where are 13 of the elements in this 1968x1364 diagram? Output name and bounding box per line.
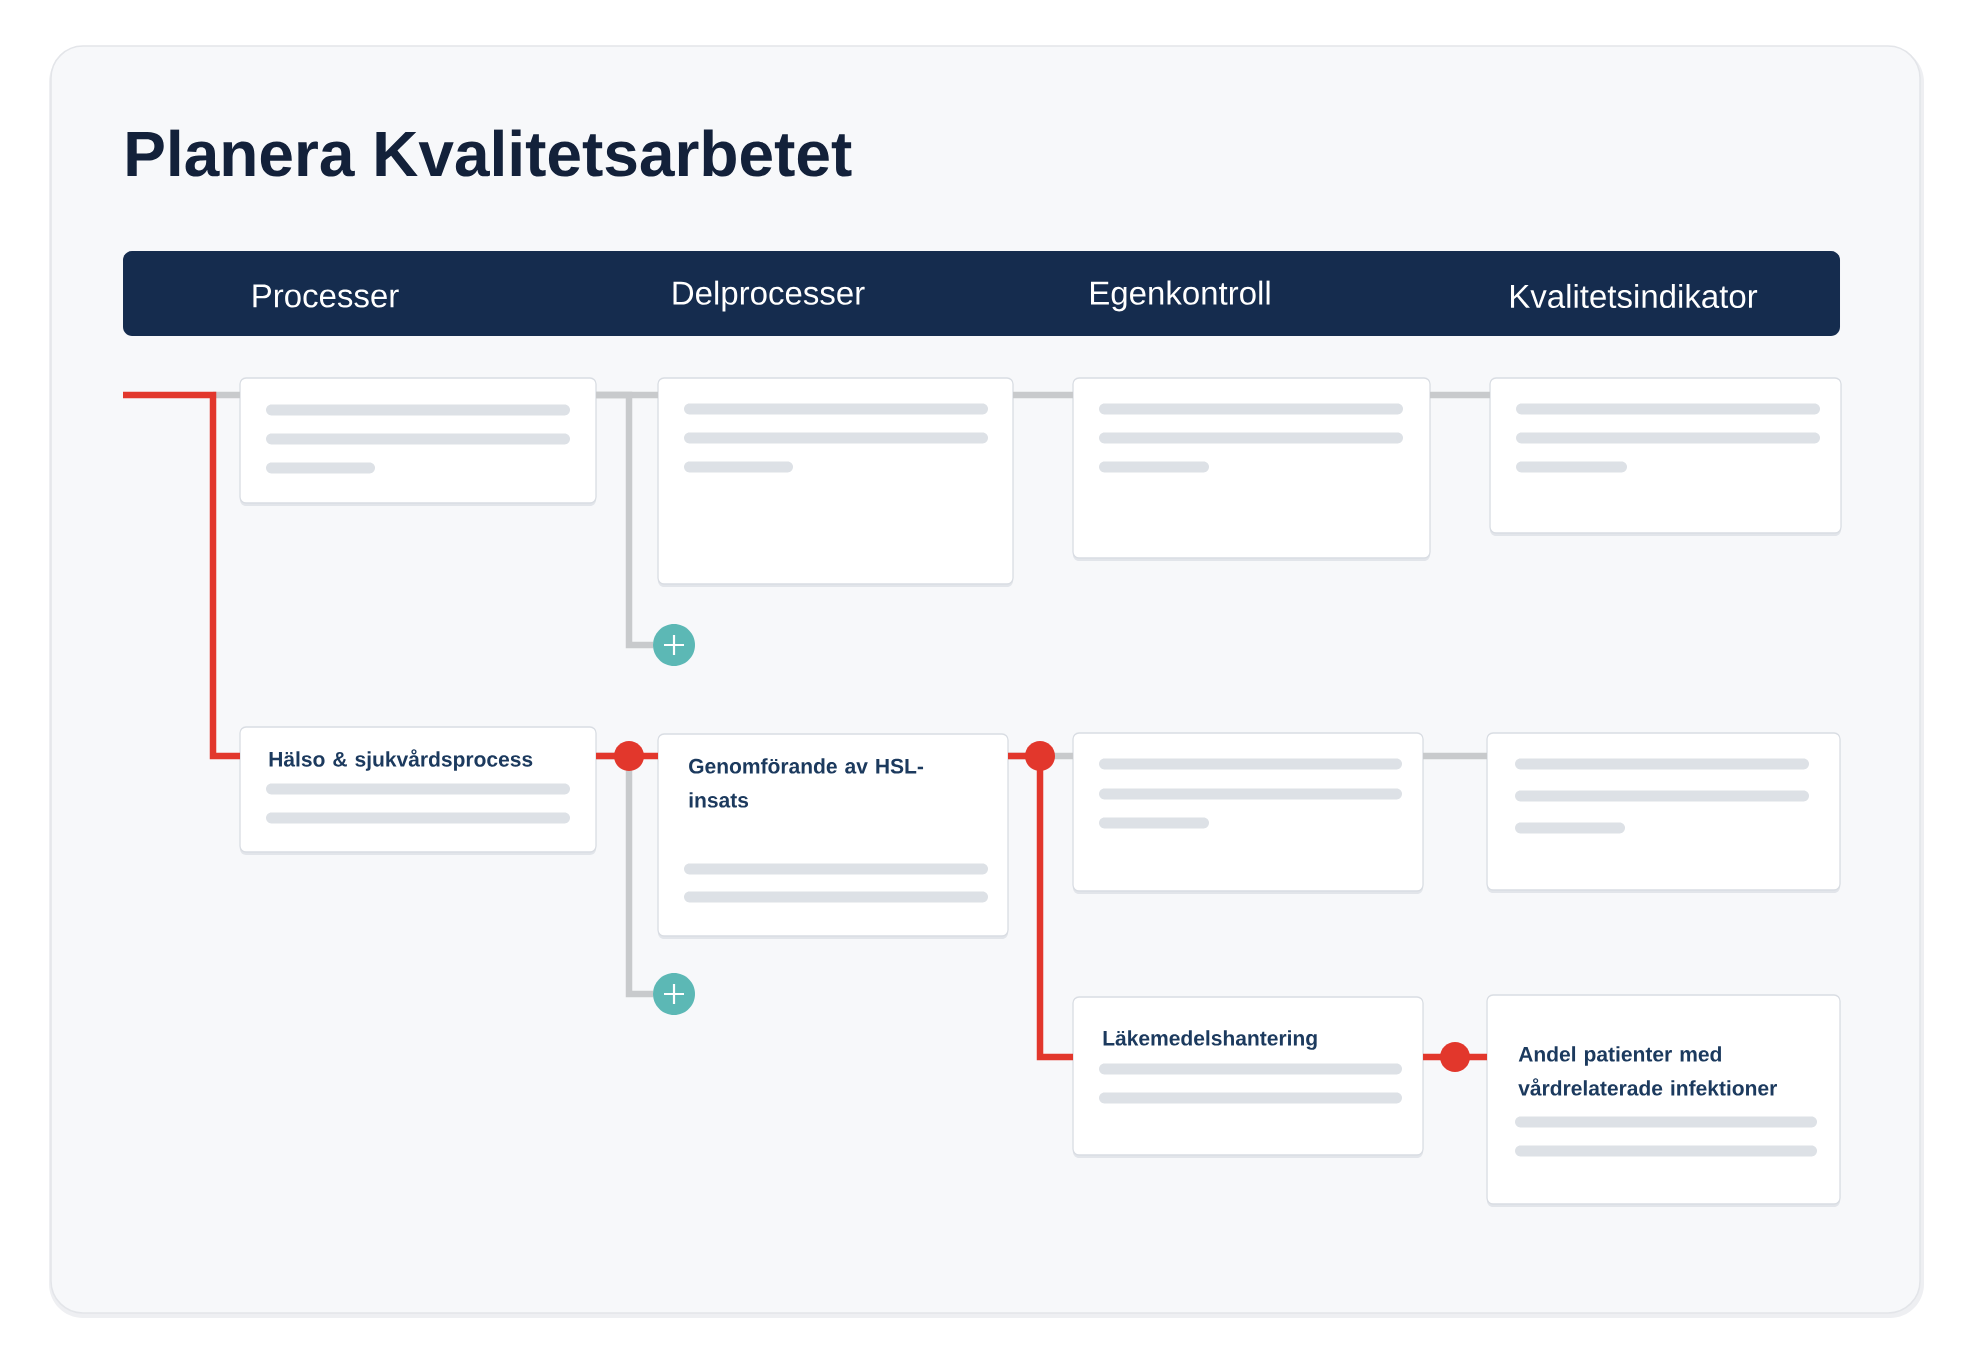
connector-line: [1013, 391, 1073, 399]
card: Andel patienter med vårdrelaterade infektioner: [1486, 994, 1841, 1207]
plus-icon: [653, 973, 695, 1015]
title: Planera Kvalitetsarbetet: [127, 129, 852, 177]
connector-line: [1423, 752, 1487, 760]
plus-icon: [653, 624, 695, 666]
connector-line: [213, 391, 240, 399]
card: Genomförande av HSL-insats: [657, 733, 1009, 939]
column-heading: Kvalitetsindikator: [1511, 283, 1758, 309]
column-heading: Delprocesser: [673, 280, 865, 312]
column-heading: Processer: [253, 284, 399, 308]
column-heading: Egenkontroll: [1091, 280, 1270, 312]
connector-line: [1430, 391, 1490, 399]
